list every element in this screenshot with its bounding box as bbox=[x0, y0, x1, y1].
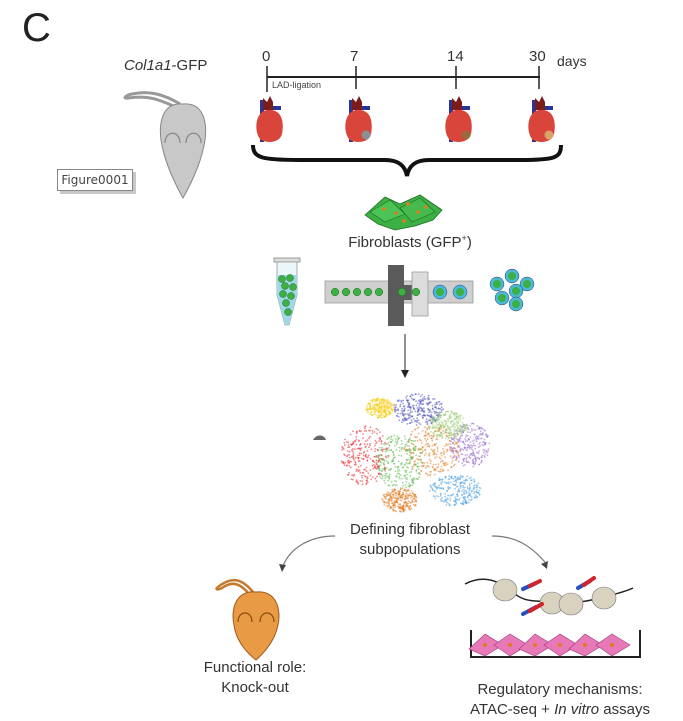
infarct-scar bbox=[361, 130, 371, 140]
fibroblast-cells-icon bbox=[364, 194, 443, 231]
timeline-unit: days bbox=[557, 53, 587, 69]
timeline-day-0: 0 bbox=[262, 48, 271, 65]
tsne-cluster bbox=[340, 425, 390, 486]
regulatory-line2-prefix: ATAC-seq + bbox=[470, 701, 555, 718]
gray-mouse-icon bbox=[123, 91, 207, 200]
small-mouse-icon bbox=[313, 435, 326, 440]
mouse-strain-label: Col1a1-GFP bbox=[124, 57, 207, 74]
mouse-strain-suffix: -GFP bbox=[171, 57, 208, 74]
sorted-cell bbox=[508, 296, 524, 312]
heart-icon-day-14 bbox=[445, 96, 472, 142]
curved-arrow-left bbox=[279, 535, 336, 572]
down-arrow bbox=[401, 334, 409, 378]
tsne-cluster bbox=[428, 474, 482, 507]
tsne-cluster bbox=[393, 393, 444, 427]
tsne-cluster bbox=[365, 397, 395, 419]
sorted-cell bbox=[519, 276, 535, 292]
tube-icon bbox=[273, 257, 301, 326]
timeline-day-7: 7 bbox=[350, 48, 359, 65]
functional-role-label: Functional role: Knock-out bbox=[180, 658, 330, 698]
regulatory-line2-suffix: assays bbox=[599, 701, 650, 718]
sorted-cell bbox=[504, 268, 520, 284]
lad-ligation-label: LAD-ligation bbox=[272, 80, 322, 90]
sorted-cell bbox=[489, 276, 505, 292]
curved-arrow-right bbox=[491, 535, 548, 569]
tsne-cluster-plot bbox=[340, 393, 491, 513]
clustering-label: Defining fibroblast subpopulations bbox=[320, 520, 500, 560]
timeline-day-14: 14 bbox=[447, 48, 464, 65]
sorted-cell bbox=[494, 290, 510, 306]
tsne-cluster bbox=[381, 487, 418, 513]
fibroblasts-label-sup: + bbox=[461, 233, 467, 243]
functional-role-line2: Knock-out bbox=[221, 679, 289, 696]
mouse-strain-gene: Col1a1 bbox=[124, 57, 172, 74]
tsne-cluster bbox=[428, 410, 469, 440]
timeline-day-30: 30 bbox=[529, 48, 546, 65]
clustering-label-line2: subpopulations bbox=[359, 541, 461, 558]
fibroblasts-label-main: Fibroblasts (GFP bbox=[348, 234, 462, 251]
regulatory-line2: ATAC-seq + In vitro assays bbox=[445, 700, 675, 720]
cultured-fibroblast bbox=[595, 633, 631, 657]
infarct-scar bbox=[461, 130, 471, 140]
sorted-cell bbox=[508, 283, 524, 299]
fibroblasts-label: Fibroblasts (GFP+) bbox=[330, 233, 490, 251]
heart-icon-day-30 bbox=[528, 96, 555, 142]
chromatin-icon bbox=[464, 576, 634, 616]
curly-brace bbox=[251, 144, 563, 177]
panel-letter: C bbox=[22, 6, 51, 50]
regulatory-line1: Regulatory mechanisms: bbox=[477, 681, 643, 698]
figure-tag[interactable]: Figure0001 bbox=[57, 169, 133, 191]
heart-icon-day-7 bbox=[345, 96, 372, 142]
timeline-axis bbox=[266, 66, 540, 92]
functional-role-line1: Functional role: bbox=[203, 659, 307, 676]
regulatory-mechanisms-label: Regulatory mechanisms: ATAC-seq + In vit… bbox=[445, 680, 675, 720]
heart-icon-day-0 bbox=[256, 96, 283, 142]
sorted-cells-icon bbox=[489, 268, 535, 312]
regulatory-line2-italic: In vitro bbox=[554, 701, 600, 718]
culture-dish-icon bbox=[468, 630, 641, 658]
infarct-scar bbox=[544, 130, 554, 140]
flow-sorter-icon bbox=[324, 265, 474, 326]
clustering-label-line1: Defining fibroblast bbox=[349, 521, 471, 538]
tsne-cluster bbox=[375, 434, 424, 489]
knockout-mouse-icon bbox=[215, 578, 280, 661]
fibroblasts-label-end: ) bbox=[466, 234, 472, 251]
